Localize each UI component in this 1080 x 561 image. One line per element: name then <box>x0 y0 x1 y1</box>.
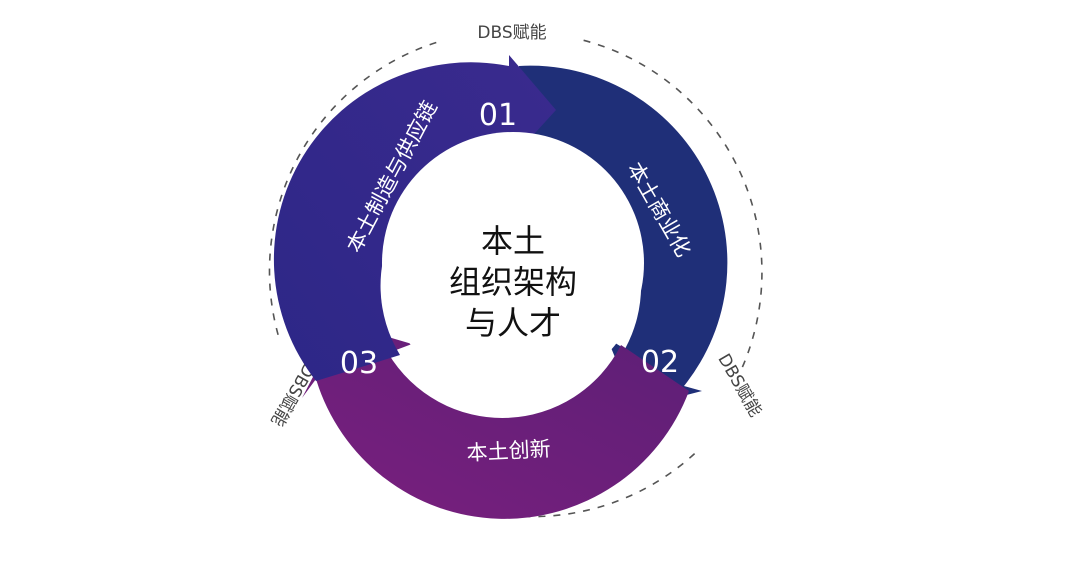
segment-02-number: 02 <box>641 345 679 380</box>
dbs-enable-label-top: DBS赋能 <box>477 23 546 43</box>
segment-03-label: 本土创新 <box>466 437 551 465</box>
center-title-line2: 组织架构 <box>449 263 577 301</box>
outer-dashed-arc-left-top <box>268 39 444 336</box>
segment-03-arrow <box>302 323 689 519</box>
center-disc <box>382 132 644 394</box>
segment-03-number: 03 <box>340 346 378 381</box>
segment-01-number: 01 <box>479 98 517 133</box>
center-title-line1: 本土 <box>481 222 545 260</box>
center-title-line3: 与人才 <box>465 304 561 342</box>
dbs-enable-label-right: DBS赋能 <box>713 351 765 421</box>
outer-dashed-arc-top-right <box>583 39 763 375</box>
